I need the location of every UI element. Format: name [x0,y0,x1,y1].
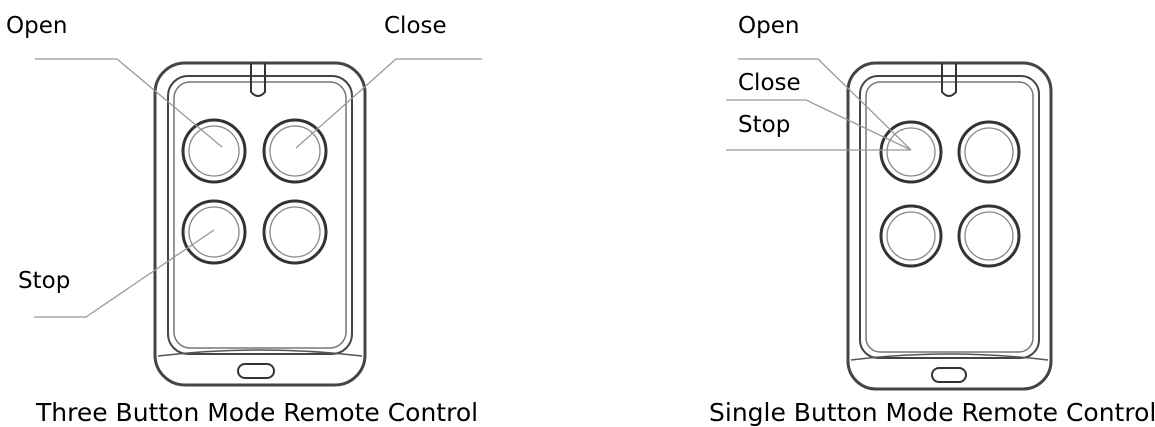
open-label: Open [6,13,68,39]
close-label: Close [738,70,801,96]
single-button-mode-panel: Open Close Stop Single Button Mode Remot… [578,0,1155,426]
open-leader-line [738,58,912,151]
remote-inner-bezel [865,81,1034,353]
remote-bottom-hole [237,363,275,379]
remote-bottom-band [850,353,1049,361]
close-leader-line [295,58,482,149]
close-label: Close [384,13,447,39]
remote-inner-panel [859,75,1040,359]
remote-outer-shell [846,61,1053,391]
close-leader-line [726,99,912,151]
stop-label: Stop [18,268,71,294]
remote-inner-bezel [173,81,347,349]
three-button-mode-panel: Open Close Stop Three Button Mode Remote… [0,0,578,426]
stop-label: Stop [738,112,791,138]
single-button-remote-drawing [726,58,1053,391]
remote-button-3 [879,204,943,268]
remote-bottom-hole [931,367,967,383]
stop-leader-line [34,229,215,318]
remote-button-4 [262,199,328,265]
keyring-slot [941,63,957,97]
remote-bottom-band [157,349,363,357]
single-button-mode-caption: Single Button Mode Remote Control [709,398,1155,427]
remote-button-4 [957,204,1021,268]
remote-button-2 [957,120,1021,184]
remote-button-1 [879,120,943,184]
remote-button-1 [181,118,247,184]
open-leader-line [35,58,223,148]
three-button-mode-caption: Three Button Mode Remote Control [36,398,479,427]
remote-button-3 [181,199,247,265]
remote-inner-panel [167,75,353,355]
three-button-remote-drawing [34,58,482,387]
remote-outer-shell [153,61,367,387]
keyring-slot [250,63,266,97]
open-label: Open [738,13,800,39]
